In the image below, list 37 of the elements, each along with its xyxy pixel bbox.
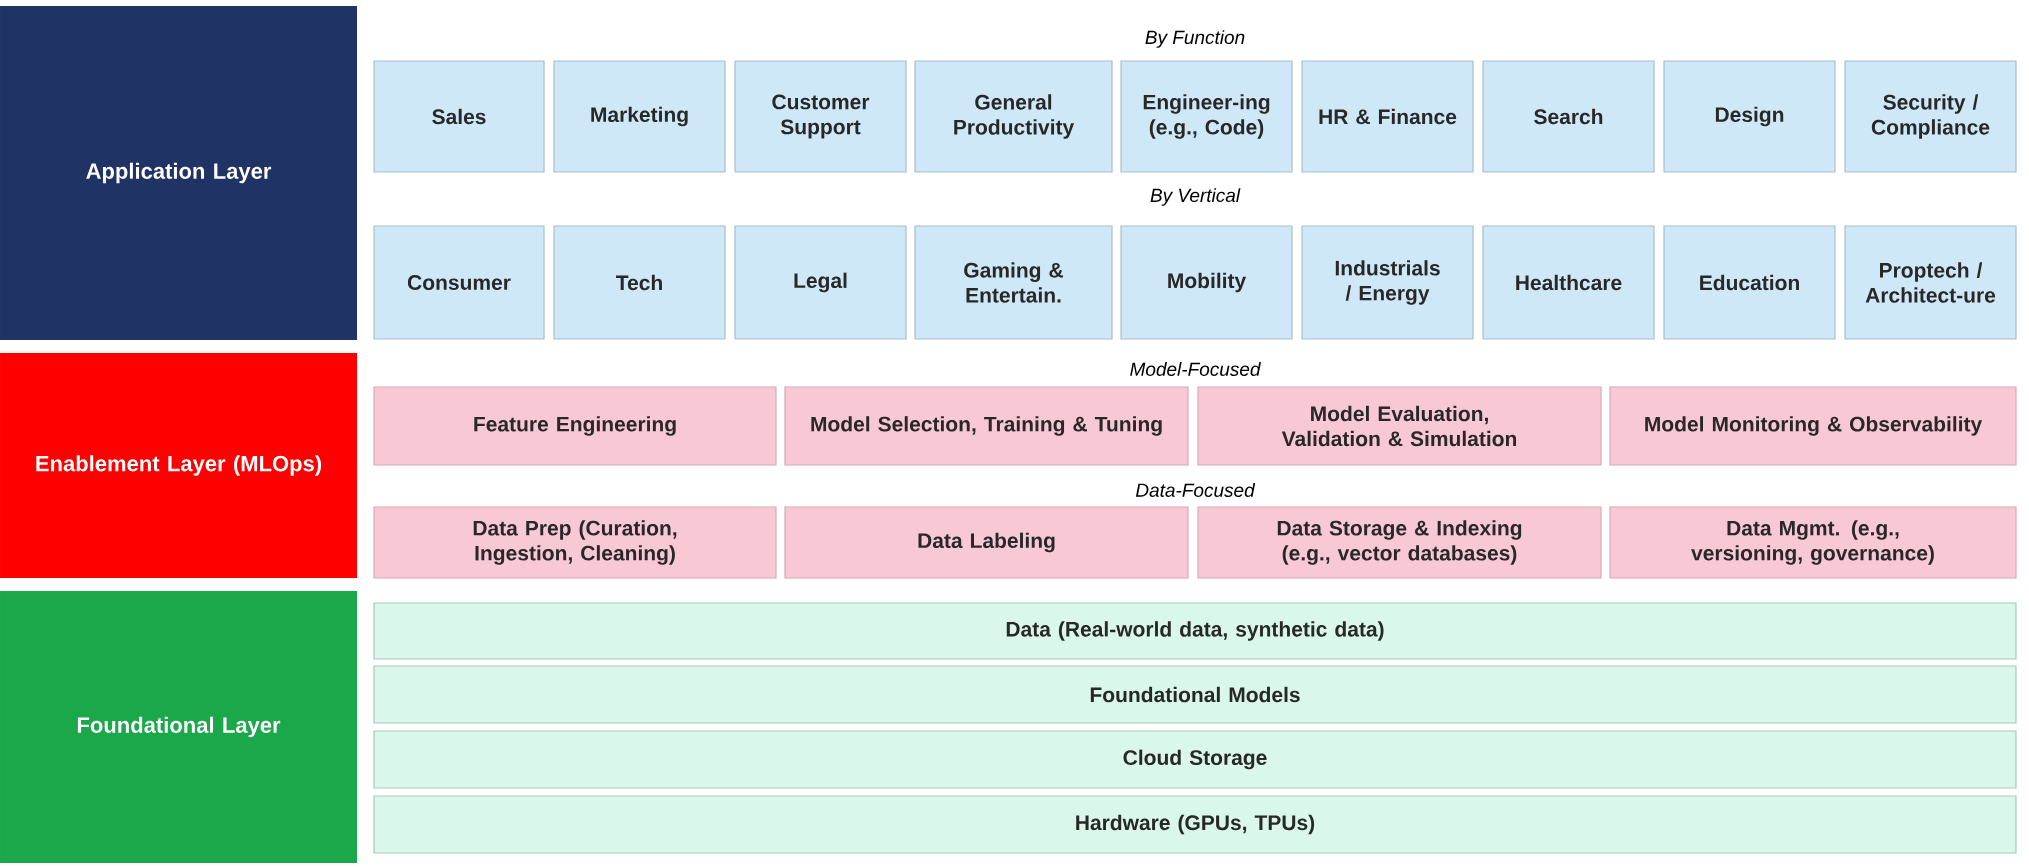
category-box: General Productivity [914, 60, 1113, 173]
category-box: Data Mgmt. (e.g., versioning, governance) [1609, 506, 2017, 579]
category-box: Engineer-ing (e.g., Code) [1120, 60, 1293, 173]
category-box: Industrials / Energy [1301, 225, 1474, 340]
category-box: Design [1663, 60, 1836, 173]
category-box: Mobility [1120, 225, 1293, 340]
category-box: Education [1663, 225, 1836, 340]
category-box: Healthcare [1482, 225, 1655, 340]
category-box: Proptech / Architect-ure [1844, 225, 2017, 340]
category-box: Gaming & Entertain. [914, 225, 1113, 340]
section-heading: Model-Focused [1130, 362, 1261, 376]
layer-bar: Data (Real-world data, synthetic data) [373, 602, 2017, 660]
category-box: Marketing [553, 60, 726, 173]
section-heading: By Function [1145, 30, 1245, 48]
layer-band: Foundational Layer [0, 591, 357, 863]
section-heading: Data-Focused [1135, 483, 1256, 497]
layer-band: Enablement Layer (MLOps) [0, 353, 357, 578]
layer-bar: Foundational Models [373, 665, 2017, 724]
category-box: HR & Finance [1301, 60, 1474, 173]
category-box: Data Storage & Indexing (e.g., vector databases) [1197, 506, 1602, 579]
category-box: Tech [553, 225, 726, 340]
category-box: Security / Compliance [1844, 60, 2017, 173]
category-box: Data Labeling [784, 506, 1189, 579]
category-box: Data Prep (Curation, Ingestion, Cleaning) [373, 506, 777, 579]
category-box: Consumer [373, 225, 545, 340]
category-box: Model Evaluation, Validation & Simulation [1197, 386, 1602, 466]
category-box: Search [1482, 60, 1655, 173]
layer-bar: Cloud Storage [373, 730, 2017, 789]
category-box: Feature Engineering [373, 386, 777, 466]
section-heading: By Vertical [1150, 188, 1241, 206]
category-box: Legal [734, 225, 907, 340]
category-box: Sales [373, 60, 545, 173]
category-box: Model Selection, Training & Tuning [784, 386, 1189, 466]
layer-bar: Hardware (GPUs, TPUs) [373, 795, 2017, 854]
category-box: Model Monitoring & Observability [1609, 386, 2017, 466]
category-box: Customer Support [734, 60, 907, 173]
layer-band: Application Layer [0, 6, 357, 340]
